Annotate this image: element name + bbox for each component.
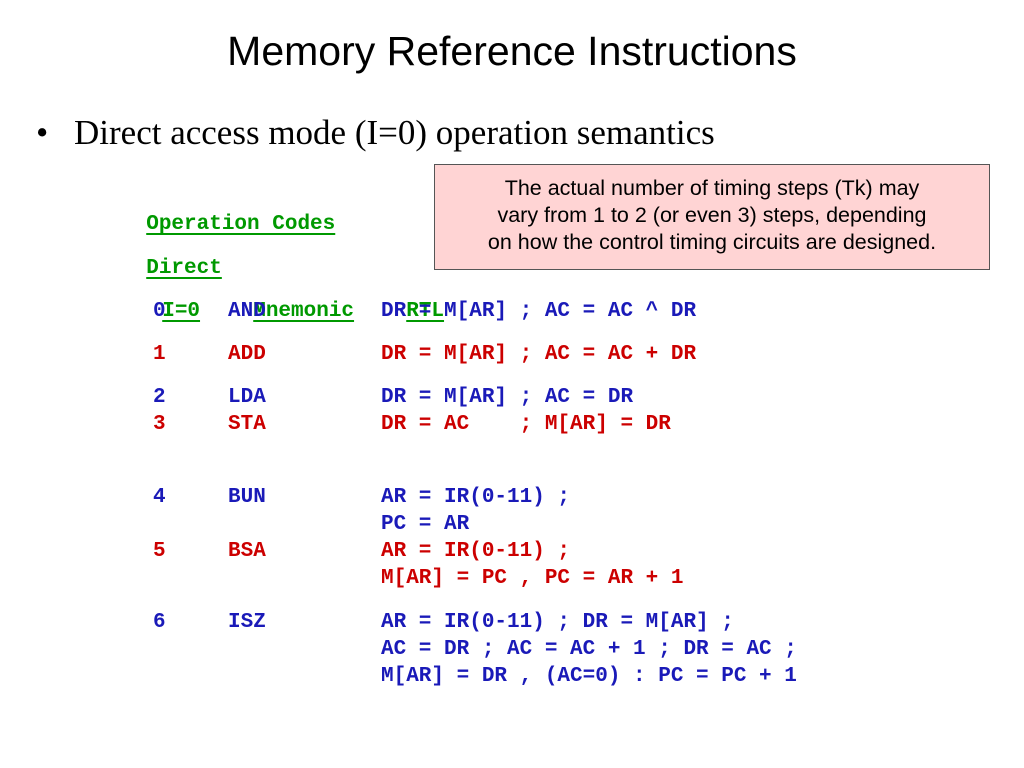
timing-note-box: The actual number of timing steps (Tk) m… bbox=[434, 164, 990, 270]
direct-heading: Direct bbox=[146, 257, 222, 280]
note-line: vary from 1 to 2 (or even 3) steps, depe… bbox=[497, 203, 927, 227]
bullet-item: • Direct access mode (I=0) operation sema… bbox=[36, 112, 715, 154]
opcode-value: 2 bbox=[153, 386, 166, 409]
rtl-line: PC = AR bbox=[381, 513, 470, 536]
bullet-text: Direct access mode (I=0) operation seman… bbox=[74, 113, 715, 152]
rtl-line: AR = IR(0-11) ; bbox=[381, 486, 571, 509]
rtl-line: DR = AC ; M[AR] = DR bbox=[381, 413, 671, 436]
rtl-line: AR = IR(0-11) ; bbox=[381, 540, 571, 563]
bullet-dot-icon: • bbox=[36, 113, 49, 152]
col-header-i: I=0 bbox=[162, 300, 201, 323]
rtl-line: M[AR] = PC , PC = AR + 1 bbox=[381, 567, 684, 590]
opcode-value: 6 bbox=[153, 611, 166, 634]
rtl-line: M[AR] = DR , (AC=0) : PC = PC + 1 bbox=[381, 665, 797, 688]
slide-title: Memory Reference Instructions bbox=[227, 28, 797, 74]
mnemonic-value: AND bbox=[228, 300, 266, 323]
mnemonic-value: STA bbox=[228, 413, 266, 436]
opcode-value: 0 bbox=[153, 300, 166, 323]
rtl-line: AR = IR(0-11) ; DR = M[AR] ; bbox=[381, 611, 734, 634]
rtl-line: DR = M[AR] ; AC = DR bbox=[381, 386, 634, 409]
opcode-value: 4 bbox=[153, 486, 166, 509]
rtl-line: AC = DR ; AC = AC + 1 ; DR = AC ; bbox=[381, 638, 797, 661]
rtl-line: DR = M[AR] ; AC = AC + DR bbox=[381, 343, 697, 366]
opcode-value: 1 bbox=[153, 343, 166, 366]
col-header-mnemonic: Mnemonic bbox=[253, 300, 355, 323]
note-line: The actual number of timing steps (Tk) m… bbox=[504, 176, 920, 200]
opcode-value: 3 bbox=[153, 413, 166, 436]
mnemonic-value: ISZ bbox=[228, 611, 266, 634]
col-header-rtl: RTL bbox=[406, 300, 445, 323]
mnemonic-value: BSA bbox=[228, 540, 266, 563]
mnemonic-value: LDA bbox=[228, 386, 266, 409]
note-line: on how the control timing circuits are d… bbox=[487, 230, 937, 254]
mnemonic-value: BUN bbox=[228, 486, 266, 509]
mnemonic-value: ADD bbox=[228, 343, 266, 366]
opcodes-heading: Operation Codes bbox=[146, 213, 336, 236]
opcode-value: 5 bbox=[153, 540, 166, 563]
rtl-line: DR = M[AR] ; AC = AC ^ DR bbox=[381, 300, 697, 323]
